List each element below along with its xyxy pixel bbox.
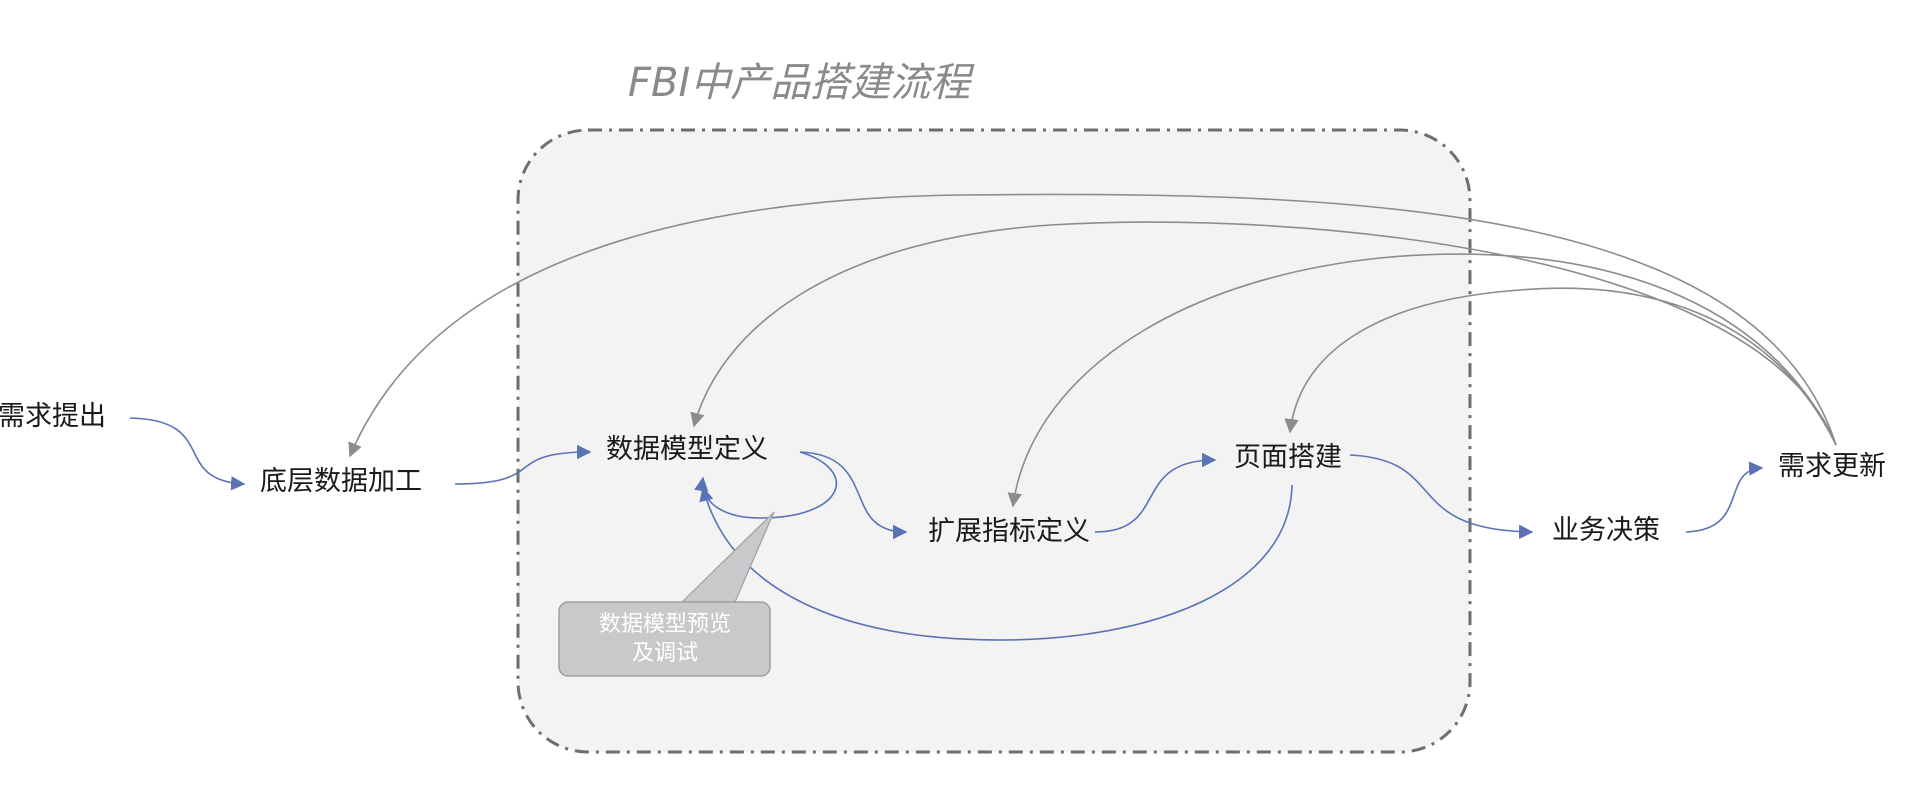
arrow-decision-to-update bbox=[1685, 461, 1764, 533]
feedback-arc-to-base-processing bbox=[348, 193, 1837, 458]
fbi-process-frame bbox=[516, 128, 1472, 754]
arrow-page-to-decision bbox=[1349, 454, 1534, 539]
arrow-page-back-to-model bbox=[699, 484, 1293, 641]
node-base-processing: 底层数据加工 bbox=[260, 466, 422, 497]
model-preview-callout: 数据模型预览 及调试 bbox=[558, 511, 775, 677]
node-requirement-update: 需求更新 bbox=[1778, 451, 1886, 482]
callout-text-line2: 及调试 bbox=[632, 641, 698, 666]
arrow-base-to-model bbox=[454, 444, 592, 485]
arrow-model-to-metric bbox=[799, 451, 908, 540]
feedback-arc-to-model-definition bbox=[690, 221, 1837, 446]
callout-box bbox=[558, 601, 771, 677]
node-page-building: 页面搭建 bbox=[1234, 442, 1342, 473]
node-business-decision: 业务决策 bbox=[1552, 515, 1660, 546]
node-requirement-raise: 需求提出 bbox=[0, 401, 106, 432]
feedback-arc-to-metric-definition bbox=[1007, 253, 1837, 508]
diagram-title: FBI中产品搭建流程 bbox=[628, 60, 975, 106]
arrow-raise-to-base bbox=[129, 417, 246, 491]
node-model-definition: 数据模型定义 bbox=[606, 434, 768, 465]
node-metric-definition: 扩展指标定义 bbox=[928, 516, 1090, 547]
callout-text-line1: 数据模型预览 bbox=[599, 612, 731, 637]
arrow-metric-to-page bbox=[1094, 452, 1217, 533]
feedback-arc-to-page-building bbox=[1284, 287, 1837, 446]
